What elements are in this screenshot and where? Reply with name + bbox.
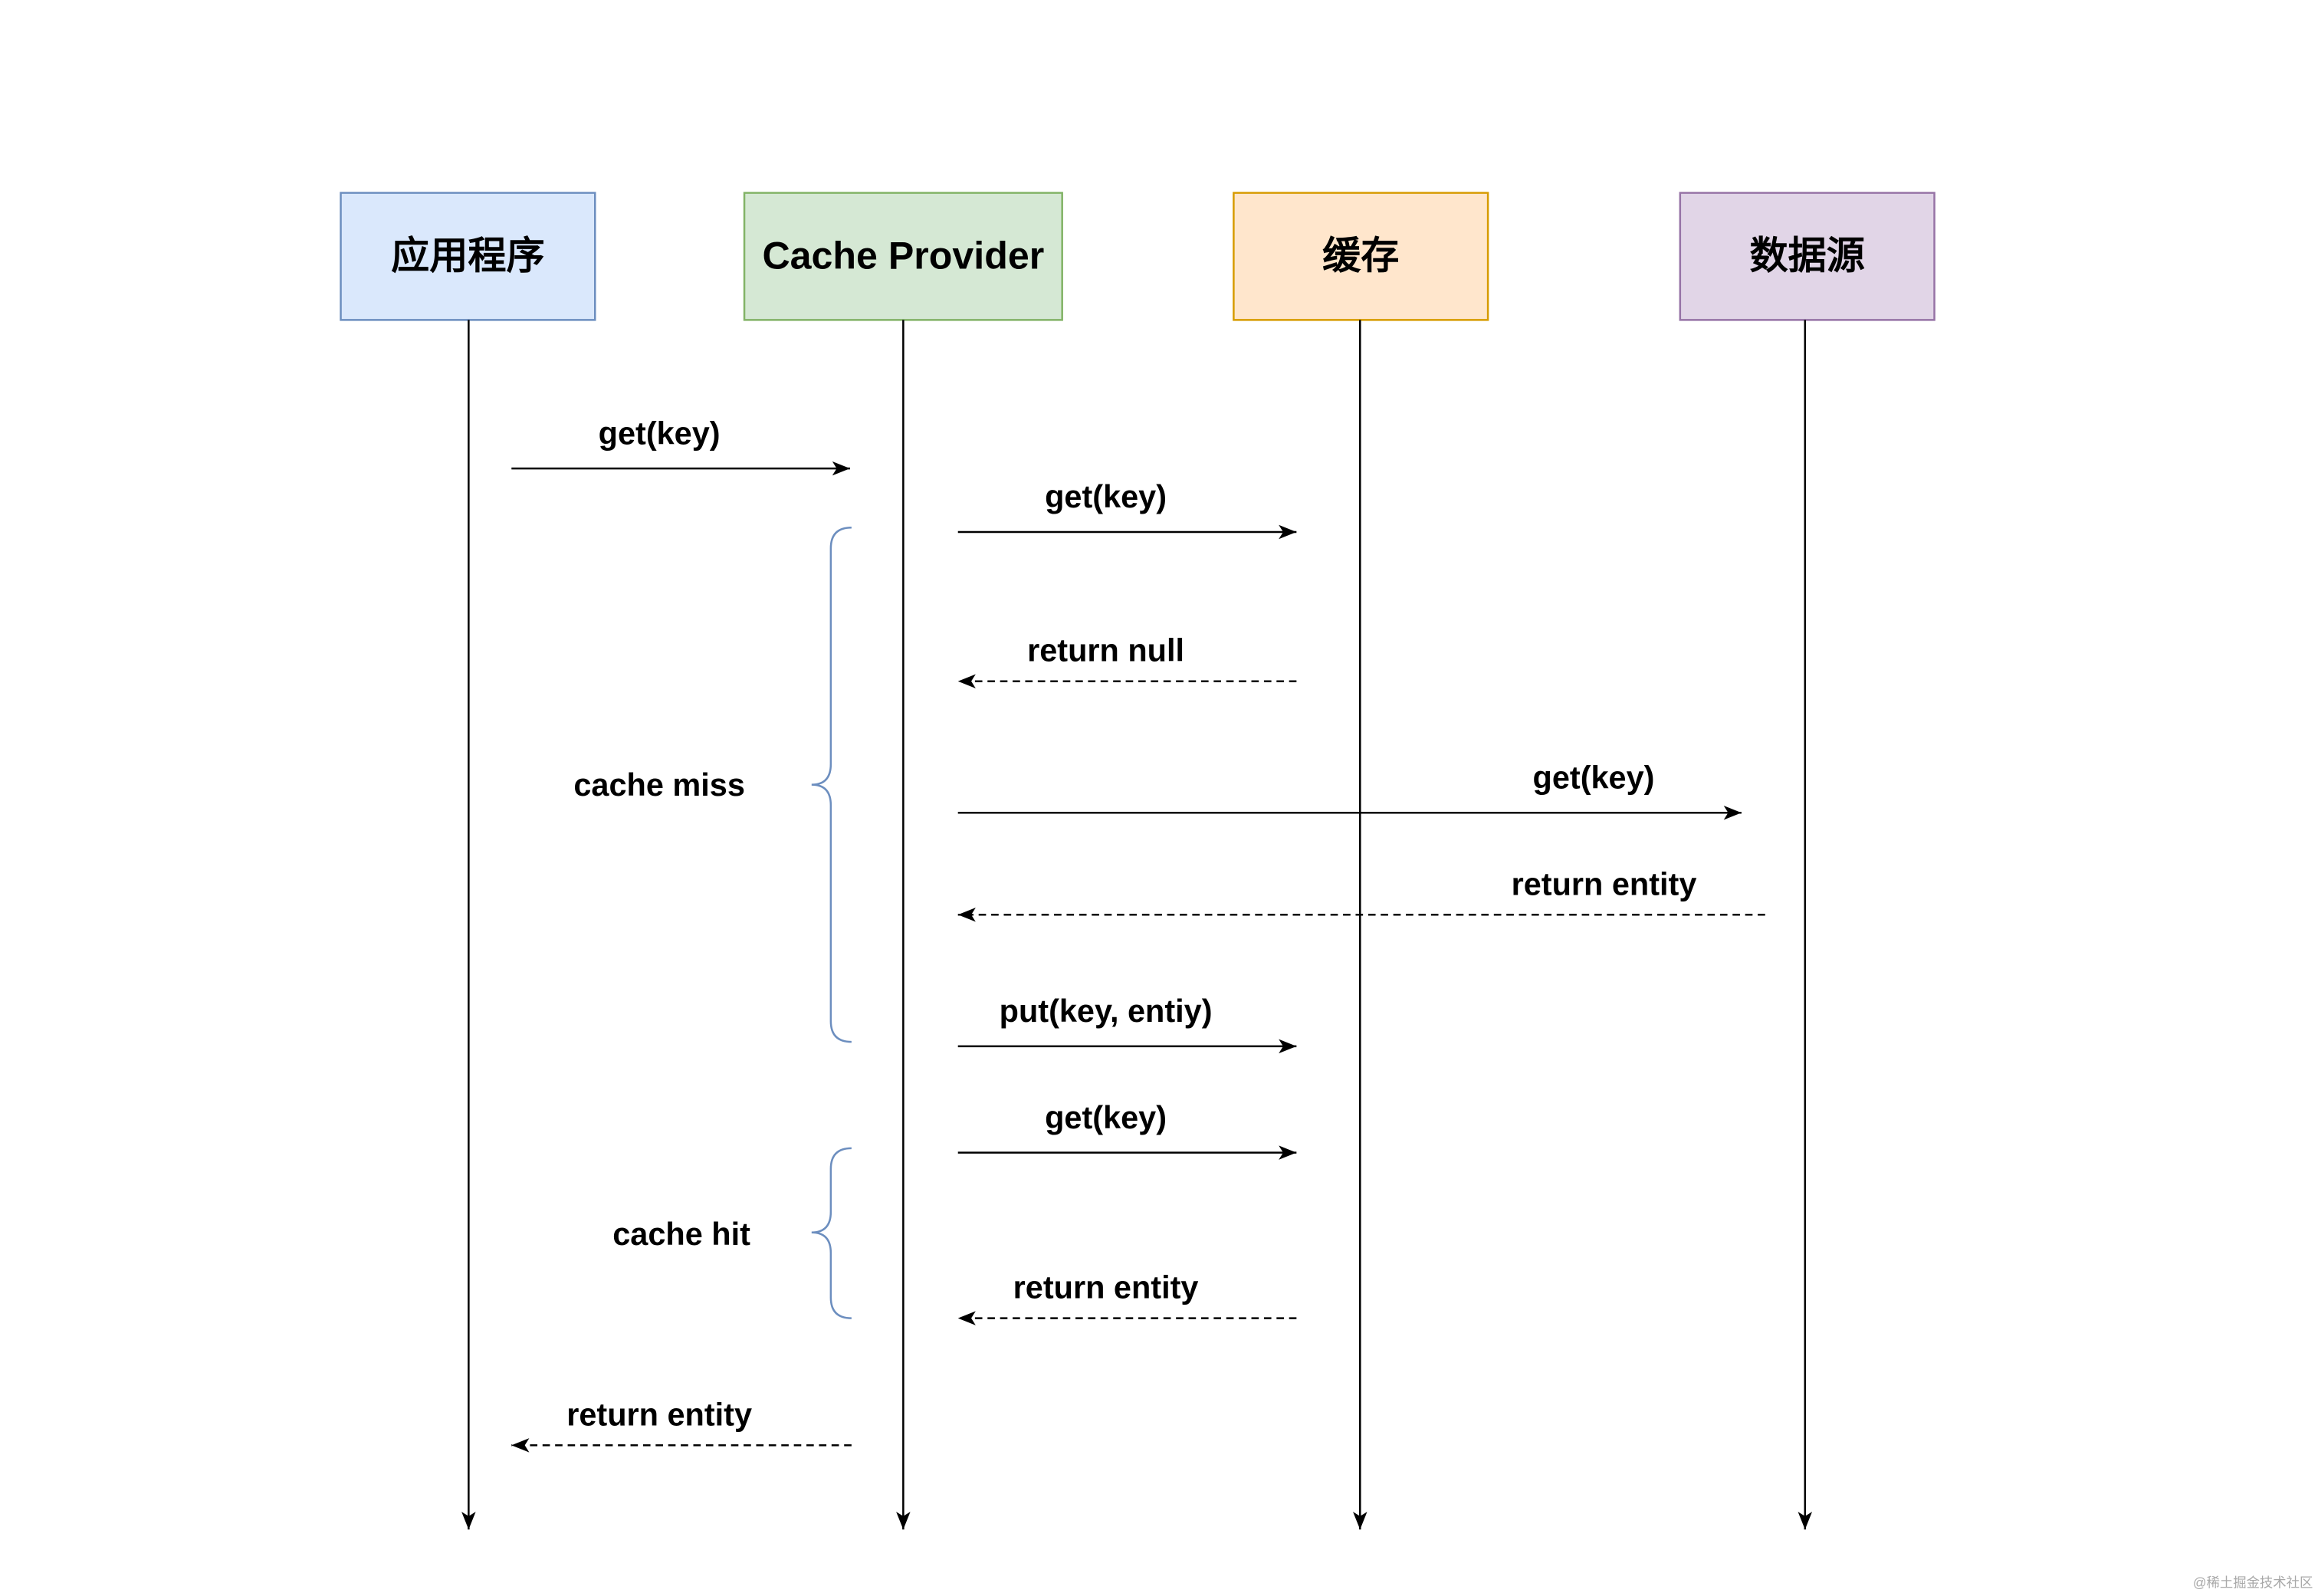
message-5: return entity [957, 865, 1765, 922]
group-label: cache miss [573, 767, 745, 803]
participant-cache-box [1233, 192, 1489, 320]
participant-app-label: 应用程序 [391, 235, 545, 277]
message-label: put(key, entiy) [1000, 993, 1213, 1029]
message-label: return entity [1512, 865, 1697, 901]
group-cache-miss: cache miss [573, 526, 852, 1043]
message-label: return entity [1013, 1269, 1199, 1305]
group-brace [811, 526, 852, 1043]
message-2: get(key) [957, 478, 1297, 540]
message-3: return null [957, 632, 1297, 688]
participant-data-source-border [1679, 192, 1935, 321]
group-label: cache hit [612, 1216, 750, 1252]
message-6: put(key, entiy) [957, 993, 1297, 1054]
participant-cache-provider-label: Cache Provider [762, 235, 1044, 277]
message-4: get(key) [957, 760, 1742, 820]
message-1: get(key) [511, 415, 850, 476]
message-label: return null [1027, 632, 1184, 668]
participant-cache-label: 缓存 [1322, 235, 1399, 277]
participant-data-source: 数据源 [1679, 192, 1935, 321]
participant-cache: 缓存 [1233, 192, 1489, 321]
message-label: get(key) [599, 415, 721, 451]
group-cache-hit: cache hit [612, 1147, 852, 1319]
participant-cache-provider: Cache Provider [743, 192, 1063, 321]
message-8: return entity [957, 1269, 1297, 1325]
message-label: get(key) [1045, 478, 1167, 514]
participant-cache-provider-box [744, 192, 1062, 320]
participant-data-source-label: 数据源 [1749, 235, 1864, 277]
message-label: get(key) [1533, 760, 1655, 796]
message-9: return entity [511, 1396, 852, 1453]
message-label: return entity [566, 1396, 752, 1432]
participant-app-box [340, 192, 596, 320]
participant-app: 应用程序 [340, 192, 596, 321]
group-brace [811, 1147, 852, 1319]
watermark-text: @稀土掘金技术社区 [2193, 1575, 2313, 1591]
message-7: get(key) [957, 1099, 1297, 1160]
participant-data-source-box [1679, 192, 1935, 320]
message-label: get(key) [1045, 1099, 1167, 1135]
